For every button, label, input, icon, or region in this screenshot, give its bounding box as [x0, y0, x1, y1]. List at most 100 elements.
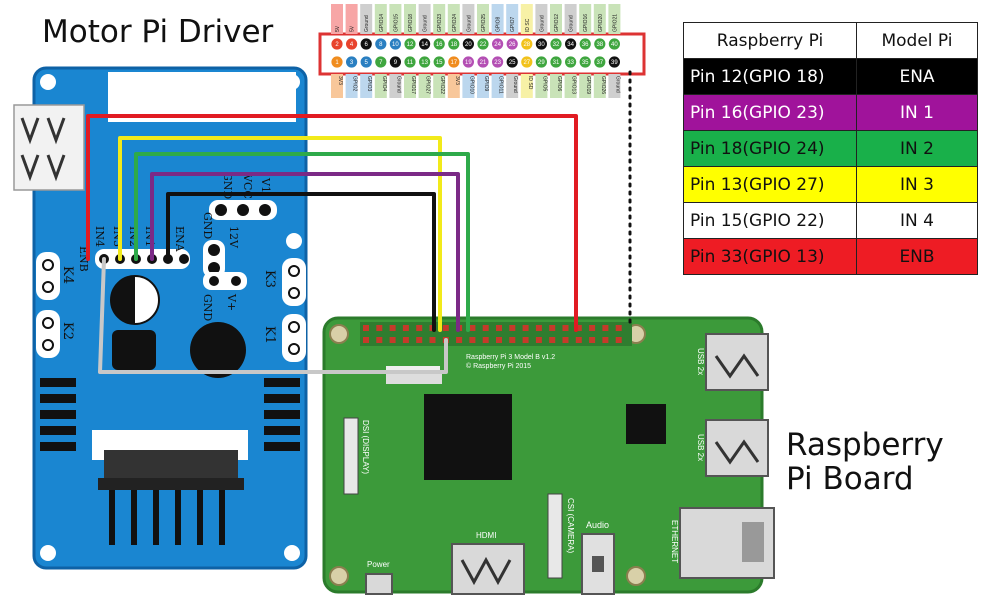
pin-label-box	[608, 74, 621, 98]
pin-label-box	[331, 4, 343, 34]
pin-number: 34	[567, 42, 574, 48]
jumper-12v	[203, 240, 225, 278]
terminal-k2	[36, 310, 60, 358]
driver-input-header	[95, 249, 190, 269]
header-pin	[522, 325, 529, 331]
rpi-logo-box	[386, 374, 442, 384]
rpi-usb-bottom-label: USB 2x	[696, 434, 705, 461]
pin-label-box	[520, 74, 533, 98]
pin-number: 27	[523, 60, 530, 66]
pin-label-bottom: GPIO27	[425, 76, 431, 94]
signal-cell: ENA	[856, 58, 978, 95]
header-pin	[469, 325, 476, 331]
wire-green	[134, 152, 470, 332]
pin-number: 16	[436, 42, 443, 48]
header-pin	[469, 337, 476, 343]
pin-number: 26	[509, 42, 516, 48]
header-pin	[402, 337, 409, 343]
pin-label-box	[579, 74, 592, 98]
header-pin	[496, 337, 502, 343]
label-in4: IN4	[93, 226, 106, 247]
pin-number: 28	[523, 42, 530, 48]
pin-label-box	[462, 74, 475, 98]
pin-dot	[608, 37, 621, 51]
pin-label-box	[360, 4, 373, 34]
pin-label-box	[374, 4, 387, 34]
header-pin	[376, 325, 383, 331]
wires	[86, 114, 578, 374]
pin-dot	[432, 55, 446, 69]
label-k2: K2	[60, 322, 75, 340]
rpi-dsi-connector	[343, 417, 359, 495]
pin-label-box	[535, 4, 548, 34]
pin-number: 7	[379, 60, 383, 66]
pin-label-top: GPIO14	[379, 14, 385, 32]
pin-label-top: ID SC	[525, 18, 531, 32]
header-pin	[549, 337, 556, 343]
rpi-csi-label: CSI (CAMERA)	[566, 498, 575, 553]
header-pin	[363, 337, 369, 343]
pin-dot	[578, 37, 592, 51]
header-pin	[376, 337, 383, 343]
rpi-audio-jack	[581, 533, 615, 595]
signal-cell: IN 4	[856, 202, 978, 239]
pin-dot	[447, 55, 461, 69]
pin-label-box	[331, 74, 343, 98]
label-k1: K1	[262, 326, 277, 344]
pin-dot	[520, 37, 534, 51]
terminal-k3	[282, 258, 306, 306]
pin-label-bottom: GPIO6	[556, 76, 562, 92]
wire-red	[86, 114, 578, 332]
table-row: Pin 13(GPIO 27)IN 3	[683, 166, 978, 203]
pin-dot	[520, 55, 534, 69]
pin-label-bottom: Ground	[614, 76, 620, 93]
header-pin	[456, 337, 463, 343]
driver-mount-hole	[286, 233, 302, 249]
pin-label-top: Ground	[569, 15, 575, 32]
pin-dot	[578, 55, 592, 69]
pin-label-box	[447, 74, 460, 98]
rpi-gpio-header	[360, 322, 632, 346]
pin-cell: Pin 12(GPIO 18)	[683, 58, 857, 95]
pin-number: 8	[379, 42, 383, 48]
pin-number: 17	[450, 60, 457, 66]
table-row: Pin 15(GPIO 22)IN 4	[683, 202, 978, 239]
pin-label-top: GPIO23	[437, 14, 443, 32]
pin-label-bottom: GPIO2	[352, 76, 358, 92]
pin-dot	[608, 55, 621, 69]
rpi-mount-hole	[329, 324, 349, 344]
header-pin	[509, 337, 516, 343]
pin-label-box	[418, 4, 431, 34]
pin-label-box	[345, 74, 358, 98]
driver-chip-pins-right	[264, 378, 300, 451]
header-pin	[575, 325, 582, 331]
pin-cell: Pin 15(GPIO 22)	[683, 202, 857, 239]
pin-label-top: GPIO8	[496, 16, 502, 32]
pin-number: 39	[611, 60, 618, 66]
rpi-ethernet-port	[679, 507, 775, 579]
wire-yellow	[118, 136, 442, 332]
pin-number: 22	[480, 42, 487, 48]
pin-label-bottom: Ground	[395, 76, 401, 93]
pin-number: 30	[538, 42, 545, 48]
pin-label-box	[593, 4, 606, 34]
header-pin	[482, 325, 489, 331]
pin-label-top: GPIO12	[554, 14, 560, 32]
pin-label-box	[550, 4, 562, 34]
label-gnd-mid: GND	[201, 212, 214, 239]
table-row: Pin 33(GPIO 13)ENB	[683, 238, 978, 275]
pin-number: 12	[407, 42, 414, 48]
motor-driver-title: Motor Pi Driver	[42, 14, 274, 50]
pin-dot	[359, 55, 373, 69]
pin-label-top: GPIO15	[393, 14, 399, 32]
header-pin	[389, 337, 396, 343]
pin-number: 19	[465, 60, 472, 66]
pin-label-top: GPIO20	[598, 14, 604, 32]
rpi-usb-port-bottom	[705, 419, 769, 477]
header-pin	[615, 325, 622, 331]
pin-label-box	[404, 74, 416, 98]
pin-label-bottom: GPIO3	[366, 76, 372, 92]
rpi-model-text: Raspberry Pi 3 Model B v1.2	[466, 354, 555, 361]
signal-cell: ENB	[856, 238, 978, 275]
pin-dot	[593, 37, 607, 51]
